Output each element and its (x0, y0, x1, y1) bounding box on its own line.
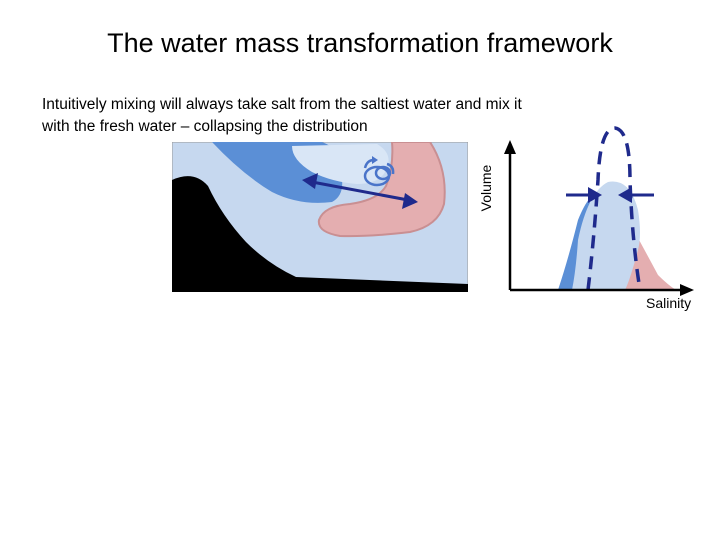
collapsed-distribution-curve (586, 126, 642, 291)
x-axis-label: Salinity (646, 295, 692, 311)
caption-line-1: Intuitively mixing will always take salt… (42, 96, 522, 113)
y-axis-label: Volume (478, 164, 494, 212)
ocean-section-panel (172, 142, 468, 292)
volume-salinity-plot (504, 126, 694, 296)
mid-distribution (572, 181, 640, 290)
converging-arrows-icon (566, 187, 654, 203)
land-mass (172, 176, 468, 292)
plot-axes (504, 140, 694, 296)
slide-title: The water mass transformation framework (107, 28, 613, 58)
caption: Intuitively mixing will always take salt… (42, 94, 602, 138)
eddy-swirl-icon (363, 156, 395, 187)
salty-water-mass (317, 142, 446, 238)
volume-distribution (558, 181, 676, 290)
double-arrow-icon (302, 173, 418, 209)
caption-line-2: with the fresh water – collapsing the di… (42, 118, 368, 135)
